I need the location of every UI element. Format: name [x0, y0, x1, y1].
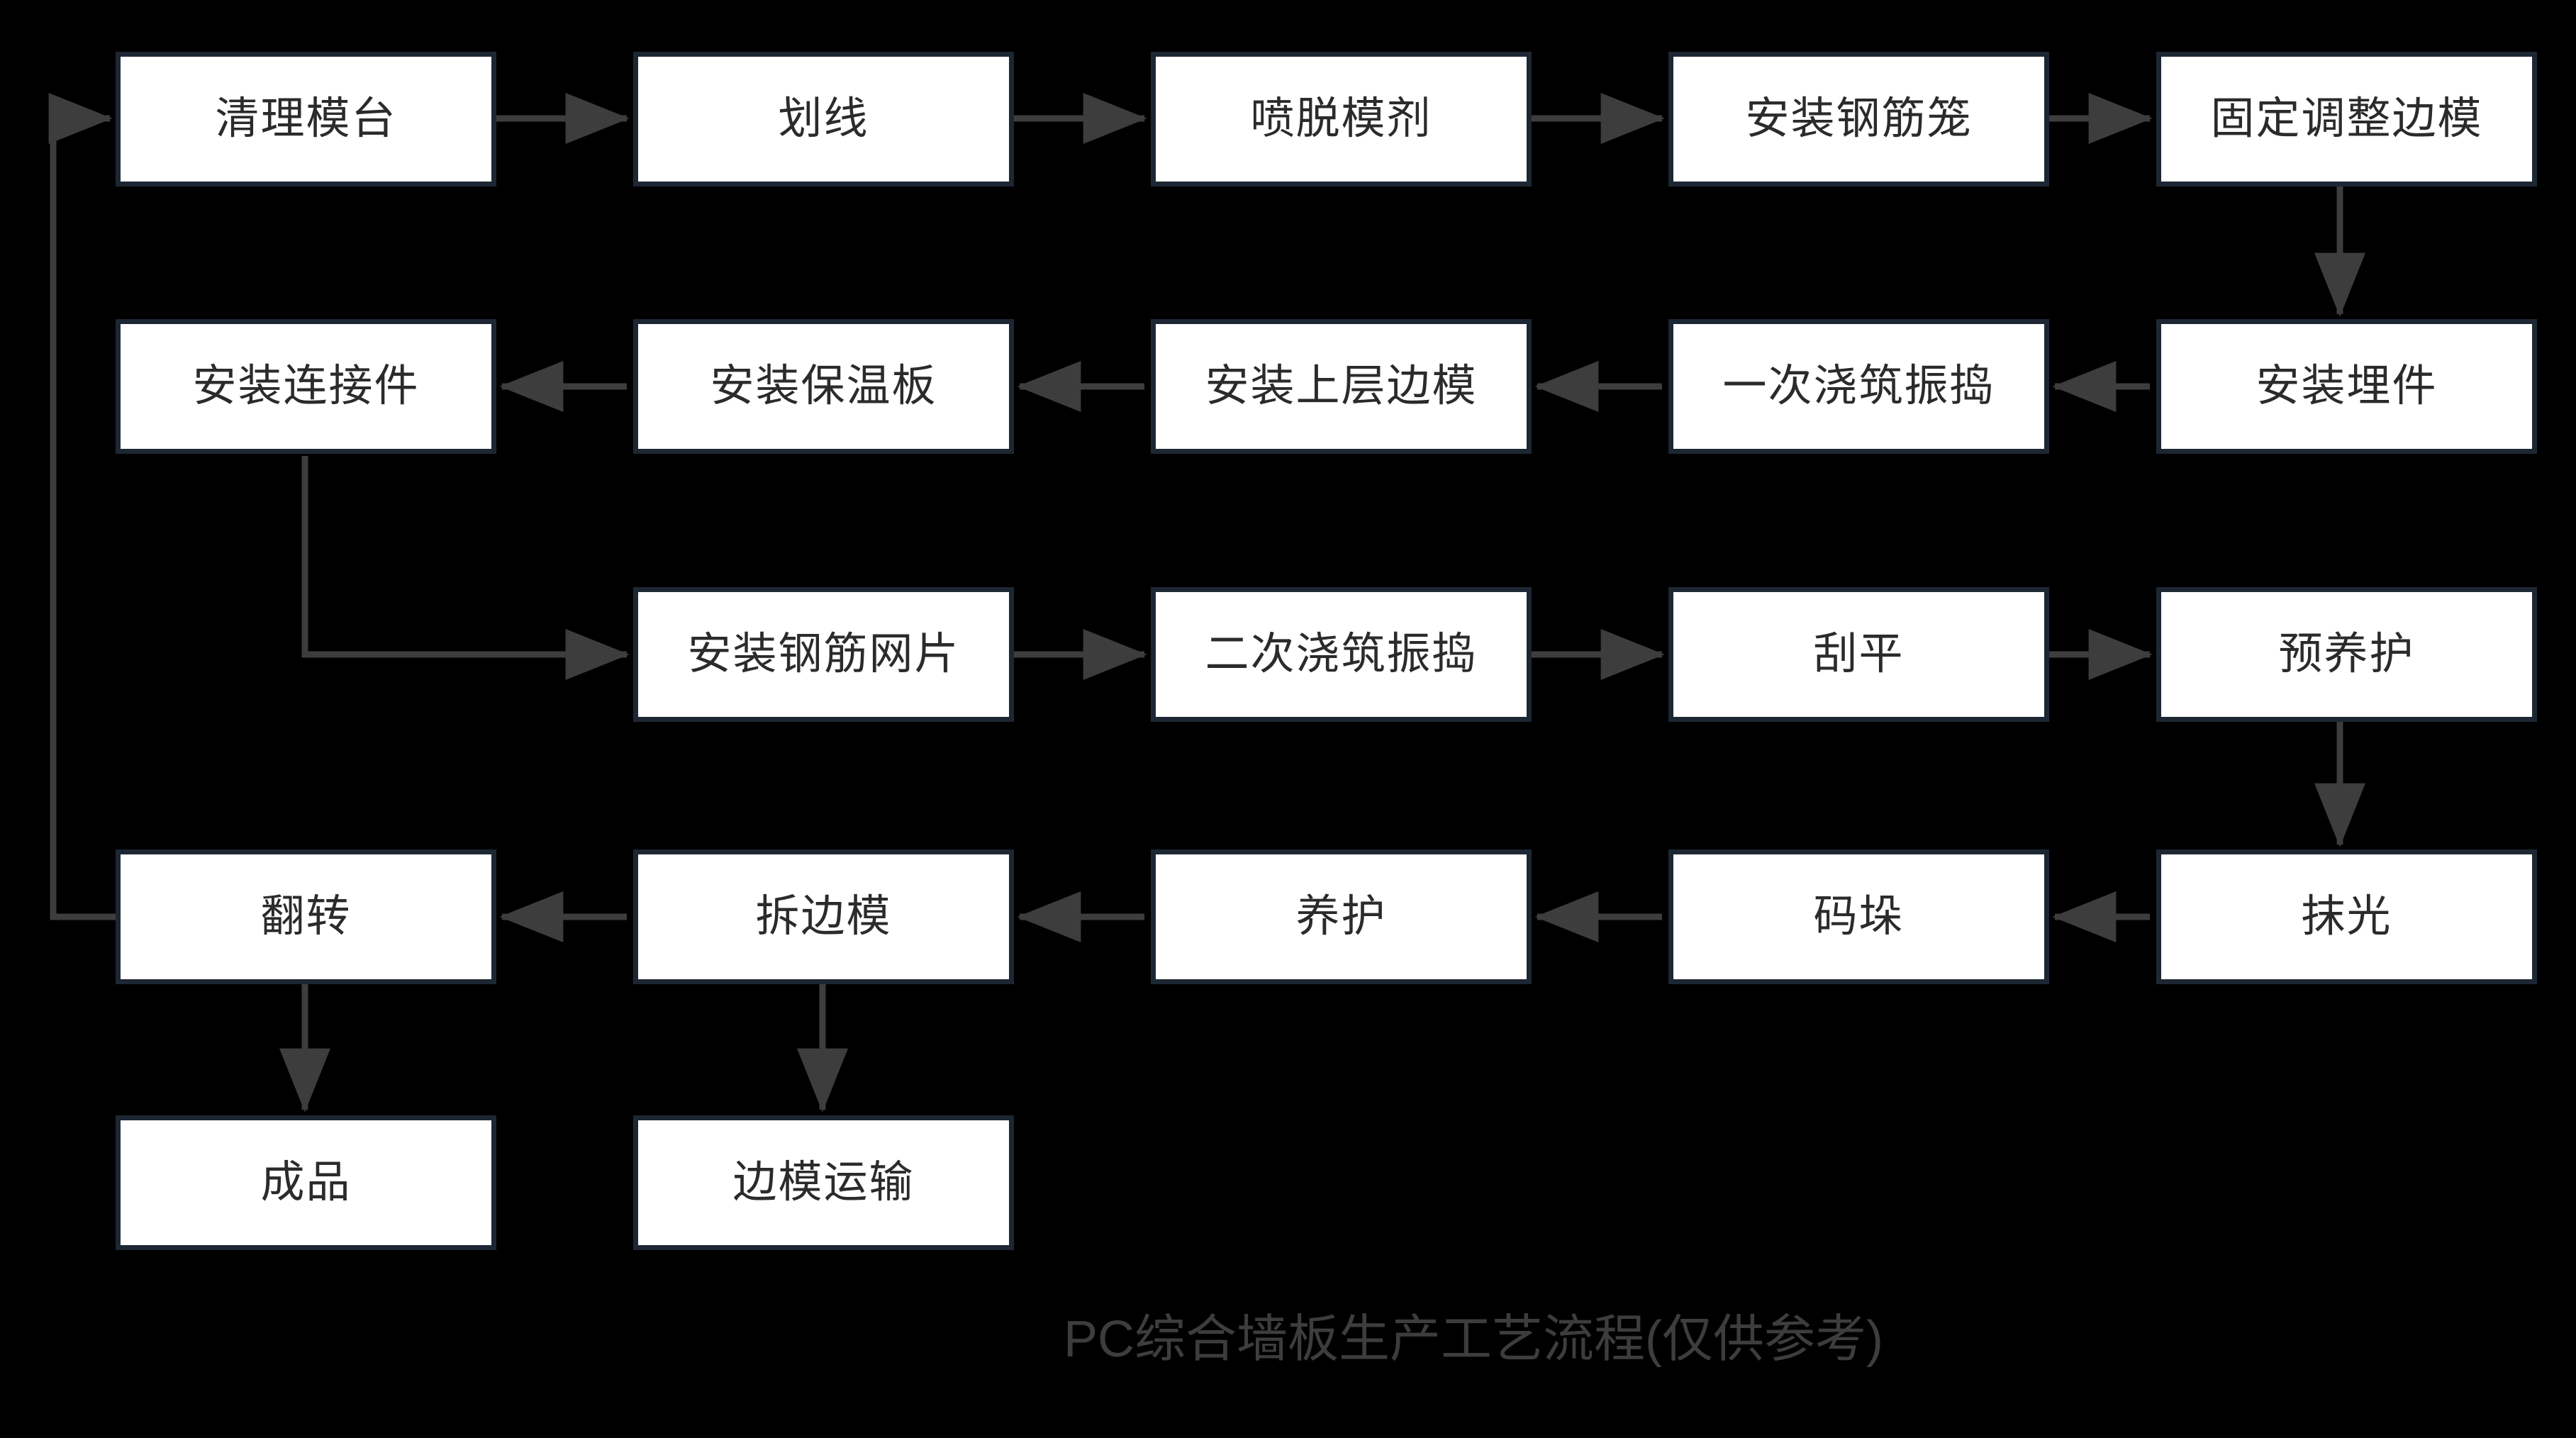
node-label: 成品 — [260, 1158, 352, 1207]
node-label: 边模运输 — [732, 1158, 915, 1207]
edge-n6-n11 — [301, 456, 630, 680]
node-label: 安装连接件 — [192, 362, 420, 411]
node-yicijiaozhuzhendao[interactable]: 一次浇筑振捣 — [1668, 319, 2049, 454]
node-anzhuangmaijian[interactable]: 安装埋件 — [2156, 319, 2537, 454]
node-chengpin[interactable]: 成品 — [116, 1115, 496, 1250]
node-label: 安装钢筋网片 — [687, 630, 960, 679]
node-huaxian[interactable]: 划线 — [633, 52, 1014, 186]
node-yanghu[interactable]: 养护 — [1151, 849, 1532, 984]
node-anzhuanggangjinwangpian[interactable]: 安装钢筋网片 — [633, 587, 1014, 722]
node-label: 固定调整边模 — [2210, 94, 2483, 143]
node-label: 预养护 — [2278, 630, 2415, 679]
node-ercijiaozhuzhendao[interactable]: 二次浇筑振捣 — [1151, 587, 1532, 722]
node-fanzhuan[interactable]: 翻转 — [116, 849, 496, 984]
node-label: 抹光 — [2301, 892, 2392, 941]
node-pentuomoji[interactable]: 喷脱模剂 — [1151, 52, 1532, 186]
node-chaibianmo[interactable]: 拆边模 — [633, 849, 1014, 984]
node-label: 拆边模 — [755, 892, 892, 941]
node-anzhuangshangcengbianmo[interactable]: 安装上层边模 — [1151, 319, 1532, 454]
diagram-title: PC综合墙板生产工艺流程(仅供参考) — [1064, 1311, 1883, 1368]
node-label: 安装埋件 — [2256, 362, 2438, 411]
node-gudingtiaozhengbianmo[interactable]: 固定调整边模 — [2156, 52, 2537, 186]
node-label: 安装钢筋笼 — [1745, 94, 1973, 143]
node-maduo[interactable]: 码垛 — [1668, 849, 2049, 984]
node-label: 划线 — [778, 94, 869, 143]
node-label: 安装保温板 — [710, 362, 937, 411]
node-moguang[interactable]: 抹光 — [2156, 849, 2537, 984]
node-label: 喷脱模剂 — [1250, 94, 1432, 143]
node-anzhuangbaowenban[interactable]: 安装保温板 — [633, 319, 1014, 454]
edge-n15-n1 — [48, 93, 116, 920]
node-qinglimotai[interactable]: 清理模台 — [116, 52, 496, 186]
node-anzhuanggangjinlong[interactable]: 安装钢筋笼 — [1668, 52, 2049, 186]
node-bianmoyunshu[interactable]: 边模运输 — [633, 1115, 1014, 1250]
node-label: 养护 — [1295, 892, 1387, 941]
node-label: 码垛 — [1813, 892, 1905, 941]
node-label: 清理模台 — [215, 94, 397, 143]
node-anzhuanglianjiejian[interactable]: 安装连接件 — [116, 319, 496, 454]
node-yuyanghu[interactable]: 预养护 — [2156, 587, 2537, 722]
node-label: 一次浇筑振捣 — [1722, 362, 1995, 411]
node-label: 刮平 — [1813, 630, 1905, 679]
node-label: 二次浇筑振捣 — [1205, 630, 1478, 679]
node-guaping[interactable]: 刮平 — [1668, 587, 2049, 722]
node-label: 安装上层边模 — [1205, 362, 1478, 411]
node-label: 翻转 — [260, 892, 352, 941]
